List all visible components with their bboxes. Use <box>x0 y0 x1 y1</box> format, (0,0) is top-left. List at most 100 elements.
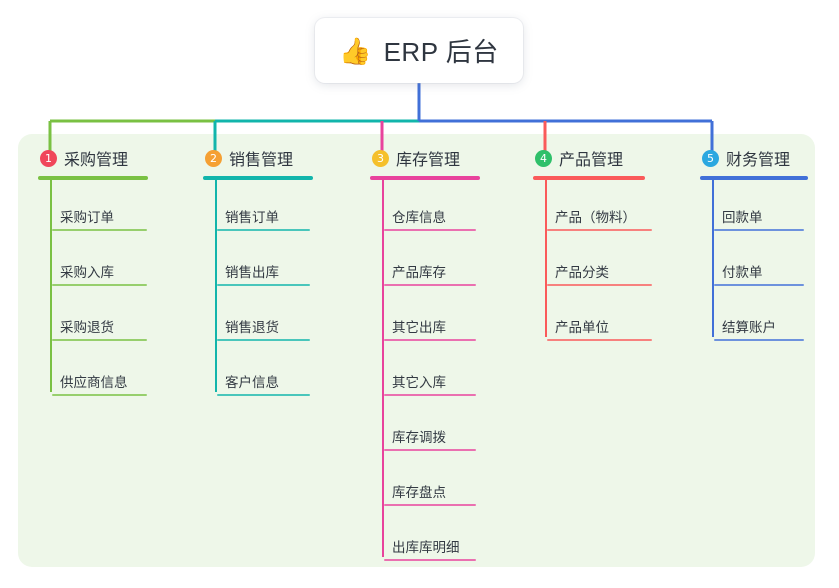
branch-column-5: 5 财务管理回款单付款单结算账户 <box>700 145 808 345</box>
branch-item-underline <box>52 229 147 231</box>
branch-badge-5: 5 <box>702 149 719 167</box>
branch-item[interactable]: 客户信息 <box>203 345 313 400</box>
branch-item-label: 销售订单 <box>225 210 279 225</box>
branch-item[interactable]: 回款单 <box>700 180 808 235</box>
branch-item[interactable]: 产品单位 <box>533 290 652 345</box>
branch-column-4: 4 产品管理产品（物料） 产品分类产品单位 <box>533 145 652 345</box>
branch-item-underline <box>384 449 476 451</box>
branch-item-underline <box>217 394 310 396</box>
branch-item[interactable]: 产品库存 <box>370 235 480 290</box>
branch-title-3: 库存管理 <box>396 152 461 169</box>
branch-item-underline <box>547 284 652 286</box>
branch-column-2: 2 销售管理销售订单销售出库销售退货客户信息 <box>203 145 313 400</box>
branch-item-label: 出库库明细 <box>392 540 460 555</box>
thumbs-up-emoji: 👍 <box>339 35 372 66</box>
branch-title-2: 销售管理 <box>229 152 294 169</box>
branch-item-underline <box>52 339 147 341</box>
branch-item-label: 供应商信息 <box>60 375 128 390</box>
branch-item[interactable]: 采购入库 <box>38 235 148 290</box>
branch-item-underline <box>52 394 147 396</box>
branch-title-5: 财务管理 <box>726 152 791 169</box>
branch-item[interactable]: 结算账户 <box>700 290 808 345</box>
branch-item-underline <box>217 339 310 341</box>
branch-item[interactable]: 库存调拨 <box>370 400 480 455</box>
branch-item-underline <box>384 229 476 231</box>
branch-header-2[interactable]: 2 销售管理 <box>203 145 313 171</box>
branch-item-underline <box>714 284 804 286</box>
branch-item-label: 销售出库 <box>225 265 279 280</box>
branch-item-label: 结算账户 <box>722 320 776 335</box>
branch-item[interactable]: 销售退货 <box>203 290 313 345</box>
branch-item-label: 回款单 <box>722 210 763 225</box>
branch-item[interactable]: 仓库信息 <box>370 180 480 235</box>
branch-item-underline <box>384 559 476 561</box>
branch-stem-2 <box>215 180 217 392</box>
branch-stem-5 <box>712 180 714 337</box>
branch-items-1: 采购订单采购入库采购退货供应商信息 <box>38 180 148 400</box>
branch-item-label: 库存盘点 <box>392 485 446 500</box>
branch-item-underline <box>547 339 652 341</box>
branch-item-label: 产品分类 <box>555 265 609 280</box>
branch-item[interactable]: 产品分类 <box>533 235 652 290</box>
branch-item-underline <box>384 504 476 506</box>
branch-item[interactable]: 采购订单 <box>38 180 148 235</box>
branch-header-5[interactable]: 5 财务管理 <box>700 145 808 171</box>
branch-item[interactable]: 产品（物料） <box>533 180 652 235</box>
branch-item-underline <box>52 284 147 286</box>
branches-panel <box>18 134 815 567</box>
branch-badge-3: 3 <box>372 149 389 167</box>
branch-badge-4: 4 <box>535 149 552 167</box>
branch-items-2: 销售订单销售出库销售退货客户信息 <box>203 180 313 400</box>
branch-stem-4 <box>545 180 547 337</box>
branch-item-underline <box>714 339 804 341</box>
branch-item[interactable]: 付款单 <box>700 235 808 290</box>
branch-item[interactable]: 供应商信息 <box>38 345 148 400</box>
branch-item-label: 其它出库 <box>392 320 446 335</box>
root-node[interactable]: 👍 ERP 后台 <box>315 18 523 83</box>
branch-underline-5 <box>700 176 808 180</box>
branch-item-label: 库存调拨 <box>392 430 446 445</box>
branch-items-5: 回款单付款单结算账户 <box>700 180 808 345</box>
branch-title-1: 采购管理 <box>64 152 129 169</box>
branch-item-label: 产品单位 <box>555 320 609 335</box>
branch-items-4: 产品（物料） 产品分类产品单位 <box>533 180 652 345</box>
branch-underline-2 <box>203 176 313 180</box>
branch-underline-3 <box>370 176 480 180</box>
branch-item-underline <box>384 339 476 341</box>
branch-item-label: 采购入库 <box>60 265 114 280</box>
branch-item-label: 仓库信息 <box>392 210 446 225</box>
branch-item[interactable]: 销售出库 <box>203 235 313 290</box>
branch-item-underline <box>384 394 476 396</box>
branch-item-label: 产品库存 <box>392 265 446 280</box>
branch-item[interactable]: 采购退货 <box>38 290 148 345</box>
branch-underline-1 <box>38 176 148 180</box>
branch-item[interactable]: 销售订单 <box>203 180 313 235</box>
branch-item-label: 客户信息 <box>225 375 279 390</box>
branch-item-underline <box>714 229 804 231</box>
branch-items-3: 仓库信息产品库存其它出库其它入库库存调拨库存盘点出库库明细 <box>370 180 480 565</box>
branch-item-underline <box>384 284 476 286</box>
branch-badge-1: 1 <box>40 149 57 167</box>
branch-item[interactable]: 其它入库 <box>370 345 480 400</box>
root-title: ERP 后台 <box>383 37 499 67</box>
branch-item-underline <box>217 284 310 286</box>
branch-underline-4 <box>533 176 645 180</box>
branch-item-label: 产品（物料） <box>555 210 636 225</box>
branch-stem-3 <box>382 180 384 557</box>
branch-item-label: 采购订单 <box>60 210 114 225</box>
branch-item-label: 销售退货 <box>225 320 279 335</box>
branch-header-3[interactable]: 3 库存管理 <box>370 145 480 171</box>
branch-item-underline <box>217 229 310 231</box>
branch-header-1[interactable]: 1 采购管理 <box>38 145 148 171</box>
branch-item-label: 付款单 <box>722 265 763 280</box>
branch-item[interactable]: 库存盘点 <box>370 455 480 510</box>
branch-badge-2: 2 <box>205 149 222 167</box>
branch-item-label: 采购退货 <box>60 320 114 335</box>
branch-item[interactable]: 其它出库 <box>370 290 480 345</box>
branch-stem-1 <box>50 180 52 392</box>
branch-item-label: 其它入库 <box>392 375 446 390</box>
branch-item[interactable]: 出库库明细 <box>370 510 480 565</box>
branch-title-4: 产品管理 <box>559 152 624 169</box>
branch-header-4[interactable]: 4 产品管理 <box>533 145 645 171</box>
